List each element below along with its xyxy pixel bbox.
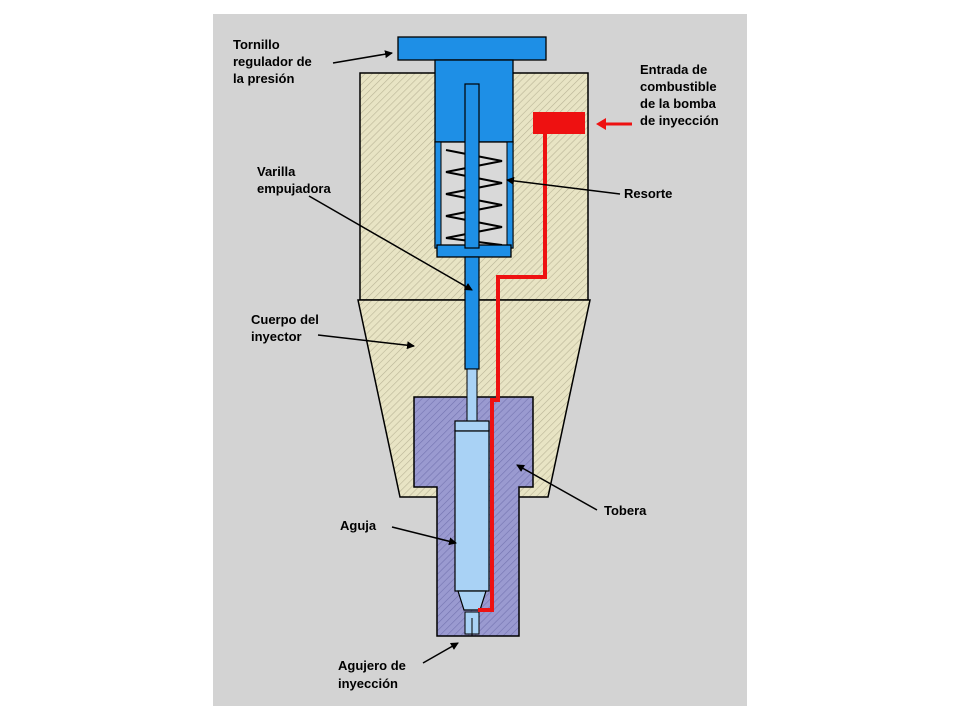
label-cuerpo: Cuerpo del inyector: [251, 312, 323, 344]
push-rod-tip: [466, 368, 478, 430]
label-tobera: Tobera: [604, 503, 647, 518]
arrow-tobera: [516, 464, 598, 511]
arrow-agujero: [422, 642, 459, 664]
label-agujero: Agujero de inyección: [338, 658, 410, 691]
arrow-cuerpo: [317, 334, 415, 350]
label-tornillo: Tornillo regulador de la presión: [233, 37, 315, 86]
arrow-varilla: [308, 195, 473, 291]
label-aguja: Aguja: [340, 518, 377, 533]
fuel-passage: [478, 134, 547, 612]
arrow-tornillo: [332, 50, 393, 64]
label-varilla: Varilla empujadora: [257, 164, 331, 196]
fuel-inlet-block: [533, 112, 585, 134]
diagram-panel: Tornillo regulador de la presión Entrada…: [213, 14, 747, 706]
adjusting-screw-head: [397, 36, 547, 61]
spring-chamber-wall-left: [434, 141, 442, 249]
label-resorte: Resorte: [624, 186, 672, 201]
arrow-aguja: [391, 526, 457, 546]
push-rod-lower: [464, 256, 480, 370]
spring-chamber-wall-right: [506, 141, 514, 249]
arrow-resorte: [506, 176, 621, 195]
needle-cap: [454, 420, 490, 432]
label-entrada: Entrada de combustible de la bomba de in…: [640, 62, 720, 128]
fuel-inlet-arrowhead: [596, 118, 606, 130]
push-rod-upper: [464, 83, 480, 249]
needle: [454, 430, 490, 592]
injector-diagram: Tornillo regulador de la presión Entrada…: [233, 36, 720, 691]
